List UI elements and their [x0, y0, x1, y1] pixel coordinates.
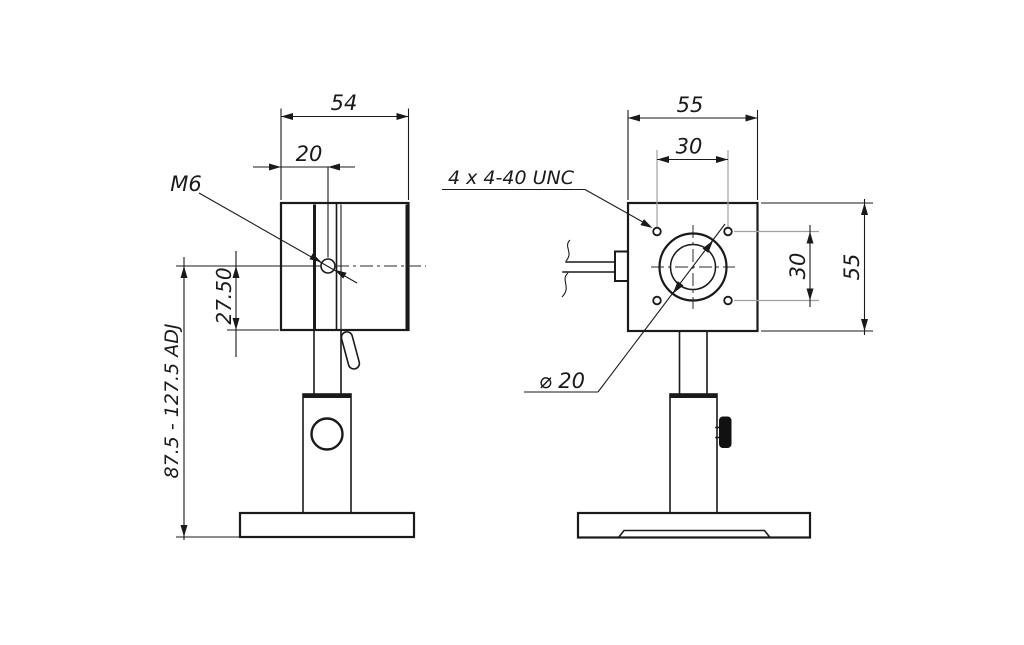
- arrowhead: [628, 114, 640, 122]
- dim-text: ⌀ 20: [539, 369, 585, 393]
- side-view: M6 54 20 27.50: [161, 91, 426, 540]
- dim-text: 27.50: [212, 267, 236, 324]
- arrowhead: [745, 114, 758, 122]
- front-post-holder: [669, 393, 718, 514]
- dim-side-aperture-offset: 20: [253, 142, 355, 171]
- dim-text: 55: [840, 254, 864, 281]
- mounting-hole-bottom-right: [723, 295, 733, 306]
- dim-front-body-width: 55: [627, 93, 759, 200]
- front-view: ⌀ 20 4 x 4-40 UNC 55 30: [442, 93, 873, 539]
- thread-label: M6: [170, 172, 201, 196]
- label-mounting-holes: 4 x 4-40 UNC: [442, 167, 653, 228]
- dim-side-center-height: 27.50: [212, 251, 279, 357]
- arrowhead: [806, 288, 814, 301]
- label-aperture-diameter: ⌀ 20: [524, 223, 726, 393]
- dim-hole-spacing-v: 30: [786, 225, 814, 307]
- front-base-plate: [576, 511, 812, 539]
- arrowhead: [232, 318, 240, 330]
- mounting-hole-top-right: [723, 226, 733, 237]
- arrowhead: [281, 113, 293, 120]
- side-post-holder: [302, 393, 352, 514]
- dim-text: 54: [331, 91, 358, 115]
- leader-line: [584, 189, 651, 227]
- dim-hole-spacing-h: 30: [657, 135, 728, 163]
- side-clamp-lever: [340, 331, 361, 370]
- arrowhead: [396, 113, 409, 120]
- dim-side-height-adjust: 87.5 - 127.5 ADJ: [161, 257, 240, 540]
- arrowhead: [328, 163, 340, 171]
- arrowhead: [269, 163, 281, 171]
- dim-text: 30: [676, 135, 703, 159]
- arrowhead: [334, 269, 347, 279]
- mounting-hole-bottom-left: [652, 295, 662, 306]
- dim-text: 87.5 - 127.5 ADJ: [161, 323, 183, 478]
- dim-text: 20: [296, 142, 323, 166]
- dim-text: 55: [677, 93, 704, 117]
- leader-line: [597, 223, 726, 393]
- arrowhead: [861, 319, 868, 331]
- aperture-outer-circle: [658, 232, 728, 302]
- dim-text: 4 x 4-40 UNC: [448, 167, 575, 189]
- cable-break-squiggle-bottom: [561, 272, 569, 298]
- arrowhead: [309, 253, 322, 263]
- arrowhead: [716, 156, 728, 163]
- arrowhead: [232, 266, 240, 278]
- arrowhead: [180, 525, 188, 537]
- arrowhead: [806, 231, 814, 244]
- side-base-plate: [238, 511, 416, 539]
- cable-connector: [614, 250, 630, 282]
- dim-text: 30: [786, 253, 810, 280]
- arrowhead: [640, 219, 653, 228]
- arrowhead: [657, 156, 669, 163]
- cable-break-squiggle-top: [565, 239, 571, 262]
- side-thumbscrew: [310, 417, 344, 451]
- arrowhead: [180, 266, 188, 278]
- lever-body: [340, 331, 361, 370]
- dim-side-body-width: 54: [280, 91, 410, 200]
- arrowhead: [861, 203, 868, 215]
- dim-front-body-height: 55: [761, 199, 873, 335]
- m6-leader-line: [198, 192, 358, 284]
- mounting-hole-top-left: [652, 226, 662, 237]
- aperture-inner-circle: [669, 243, 717, 291]
- arrowhead: [672, 281, 684, 294]
- arrowhead: [702, 240, 714, 253]
- front-thumbscrew-knob: [719, 416, 732, 448]
- front-base-recess: [617, 529, 772, 539]
